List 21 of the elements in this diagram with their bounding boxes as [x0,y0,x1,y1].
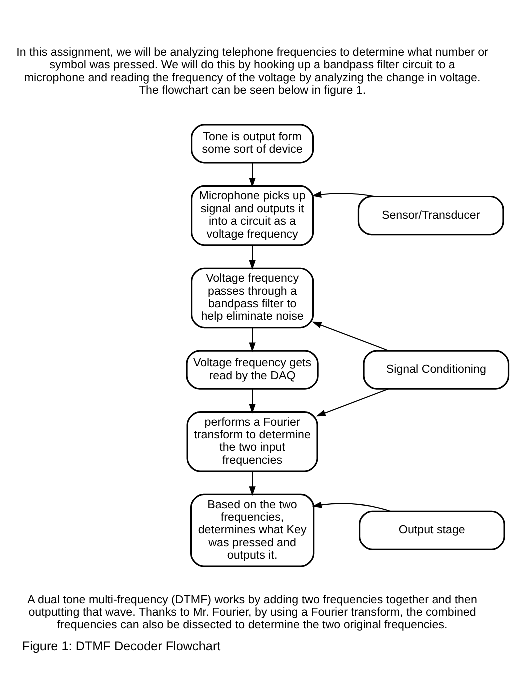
arrow [316,388,388,416]
arrow [248,388,256,414]
label: In this assignment, we will be analyzing telephone frequencies to determine what number or symbol was pressed. We will do this by hooking up a bandpass filter circuit to a microphone and reading the frequency of the voltage by analyzing the change in voltage. The flowchart can be seen below in figure 1. [16,46,488,97]
node-box: Voltage frequency gets read by the DAQ [186,350,318,390]
arrow [312,190,376,198]
node-box: Output stage [358,510,505,550]
arrow [248,328,256,352]
node-box: Signal Conditioning [362,350,510,390]
caption: Figure 1: DTMF Decoder Flowchart [22,639,220,654]
node-box: Tone is output form some sort of device [190,124,314,164]
arrow [248,162,256,188]
node-box: Based on the two frequencies, determines what Key was pressed and outputs it. [190,493,314,567]
arrow [248,244,256,270]
node-box: Microphone picks up signal and outputs it into a circuit as a voltage frequency [190,184,314,246]
node-box: Sensor/Transducer [357,195,504,236]
arrow [248,471,256,496]
node-box: Voltage frequency passes through a bandpass filter to help eliminate noise [190,267,314,328]
label: A dual tone multi-frequency (DTMF) works by adding two frequencies together and then outputting that wave. Thanks to Mr. Fourier, by using a Fourier transform, the combined frequencies can also be dissected to determine the two original frequencies. [27,592,477,632]
node-box: performs a Fourier transform to determine the two input frequencies [186,411,318,472]
arrow [312,321,388,351]
arrow [312,501,390,512]
